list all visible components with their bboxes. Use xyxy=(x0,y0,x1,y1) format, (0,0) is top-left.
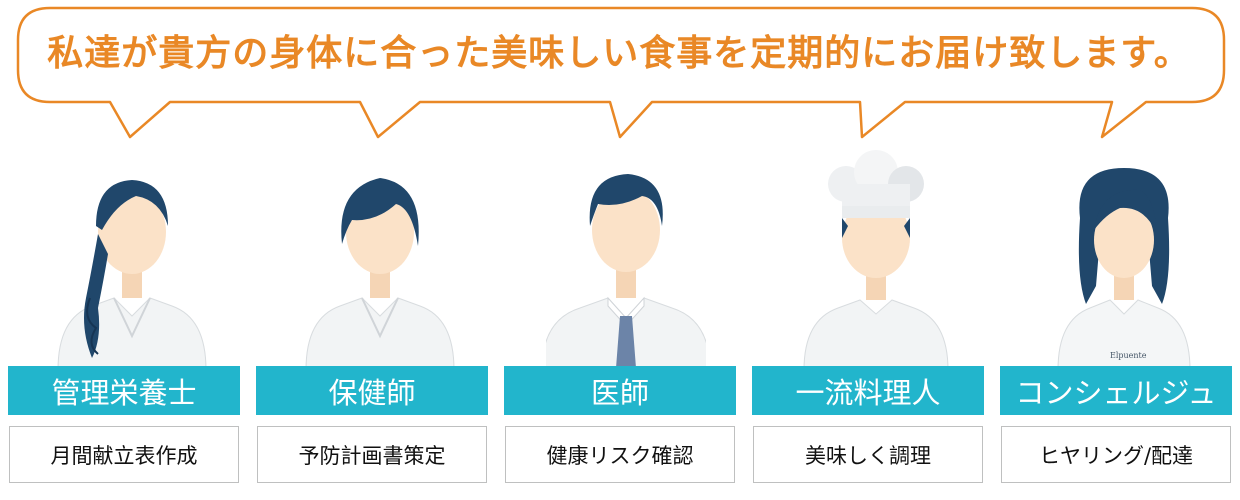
task-box-doctor: 健康リスク確認 xyxy=(505,426,735,483)
female-health-nurse-icon xyxy=(300,148,460,370)
female-nutritionist-icon xyxy=(52,148,212,370)
task-box-chef: 美味しく調理 xyxy=(753,426,983,483)
task-box-nutritionist: 月間献立表作成 xyxy=(9,426,239,483)
role-label-concierge: コンシェルジュ xyxy=(1000,366,1232,415)
female-concierge-icon: Elpuente xyxy=(1044,148,1204,370)
headline-text: 私達が貴方の身体に合った美味しい食事を定期的にお届け致します。 xyxy=(47,33,1191,74)
male-doctor-icon xyxy=(546,148,706,370)
chef-icon xyxy=(796,148,956,370)
role-label-nutritionist: 管理栄養士 xyxy=(8,366,240,415)
task-box-health-nurse: 予防計画書策定 xyxy=(257,426,487,483)
role-label-doctor: 医師 xyxy=(504,366,736,415)
role-label-health-nurse: 保健師 xyxy=(256,366,488,415)
badge-text: Elpuente xyxy=(1110,351,1147,360)
role-label-chef: 一流料理人 xyxy=(752,366,984,415)
speech-bubble xyxy=(16,6,1226,139)
task-box-concierge: ヒヤリング/配達 xyxy=(1001,426,1231,483)
